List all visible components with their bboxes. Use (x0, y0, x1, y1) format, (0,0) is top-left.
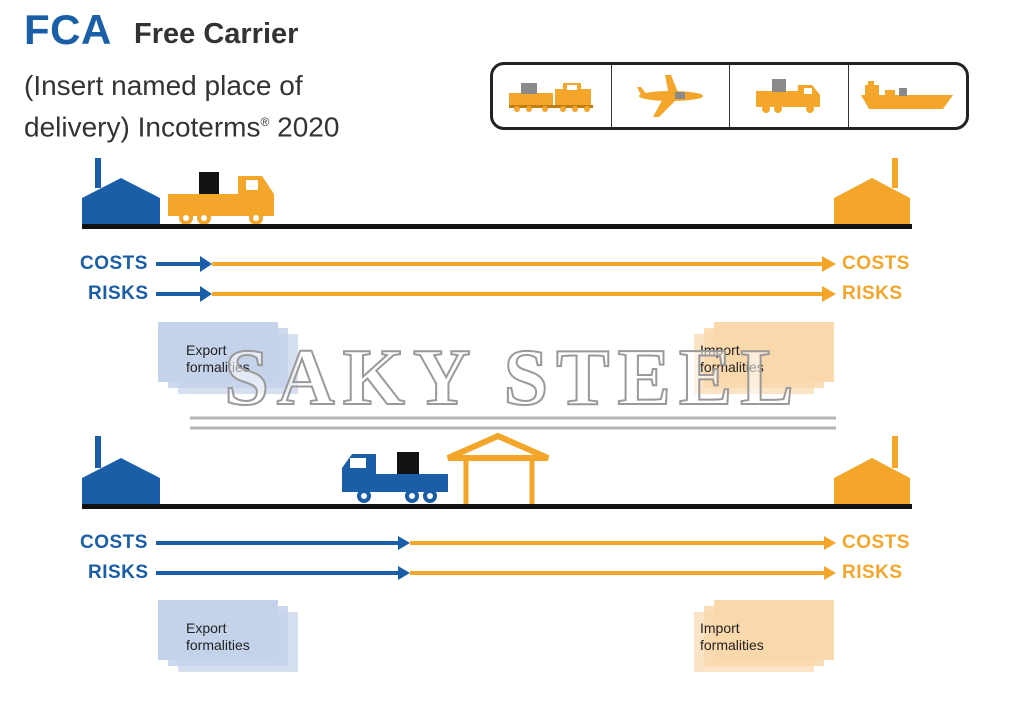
blue-truck-icon (342, 452, 448, 503)
scenario1-scene (82, 158, 912, 229)
costs-label-buyer: COSTS (842, 253, 910, 274)
watermark-text: SAKY STEEL (224, 334, 801, 422)
cargo-icon (397, 452, 419, 474)
export-doc-line1: Export (186, 342, 227, 358)
orange-truck-icon (168, 172, 274, 225)
scenario2-scene (82, 432, 912, 509)
registered-mark: ® (260, 115, 270, 129)
seller-factory-icon (82, 436, 160, 506)
mode-road (729, 65, 848, 127)
terminal-shed-icon (446, 432, 550, 504)
export-formalities-doc: Export formalities (158, 322, 302, 402)
import-doc-line1: Import (700, 342, 740, 358)
risks-label-buyer: RISKS (842, 562, 903, 583)
costs-arrow (156, 256, 836, 272)
subtitle: (Insert named place of delivery) Incoter… (24, 68, 464, 145)
title-abbreviation: FCA (24, 6, 112, 53)
ground-line (82, 224, 912, 229)
mode-train (493, 65, 611, 127)
subtitle-line1: (Insert named place of (24, 70, 303, 101)
mode-sea (847, 65, 967, 127)
ship-icon (861, 81, 954, 109)
airplane-icon (637, 75, 704, 117)
scenario2-arrows (156, 536, 836, 580)
import-doc-line2: formalities (700, 637, 764, 653)
import-formalities-doc: Import formalities (690, 600, 834, 680)
mode-air (610, 65, 730, 127)
ground-line (82, 504, 912, 509)
risks-label-buyer: RISKS (842, 283, 903, 304)
transport-modes-box (490, 62, 969, 130)
truck-icon (755, 79, 820, 113)
buyer-factory-icon (834, 436, 910, 506)
title-name: Free Carrier (134, 18, 299, 50)
costs-label-buyer: COSTS (842, 532, 910, 553)
buyer-factory-icon (834, 158, 910, 226)
risks-label-seller: RISKS (88, 283, 149, 304)
subtitle-line2: delivery) Incoterms (24, 111, 261, 143)
subtitle-year: 2020 (277, 111, 340, 143)
cargo-icon (199, 172, 219, 194)
train-icon (508, 83, 593, 112)
export-doc-line2: formalities (186, 637, 250, 653)
export-doc-line1: Export (186, 620, 227, 636)
risks-label-seller: RISKS (88, 562, 149, 583)
export-doc-line2: formalities (186, 359, 250, 375)
costs-label-seller: COSTS (80, 532, 148, 553)
import-formalities-doc: Import formalities (690, 322, 834, 402)
export-formalities-doc: Export formalities (158, 600, 302, 680)
costs-arrow (156, 536, 836, 550)
risks-arrow (156, 286, 836, 302)
import-doc-line2: formalities (700, 359, 764, 375)
costs-label-seller: COSTS (80, 253, 148, 274)
import-doc-line1: Import (700, 620, 740, 636)
watermark-logo: SAKY STEEL (190, 334, 836, 430)
scenario1-arrows (156, 256, 836, 302)
seller-factory-icon (82, 158, 160, 226)
risks-arrow (156, 566, 836, 580)
